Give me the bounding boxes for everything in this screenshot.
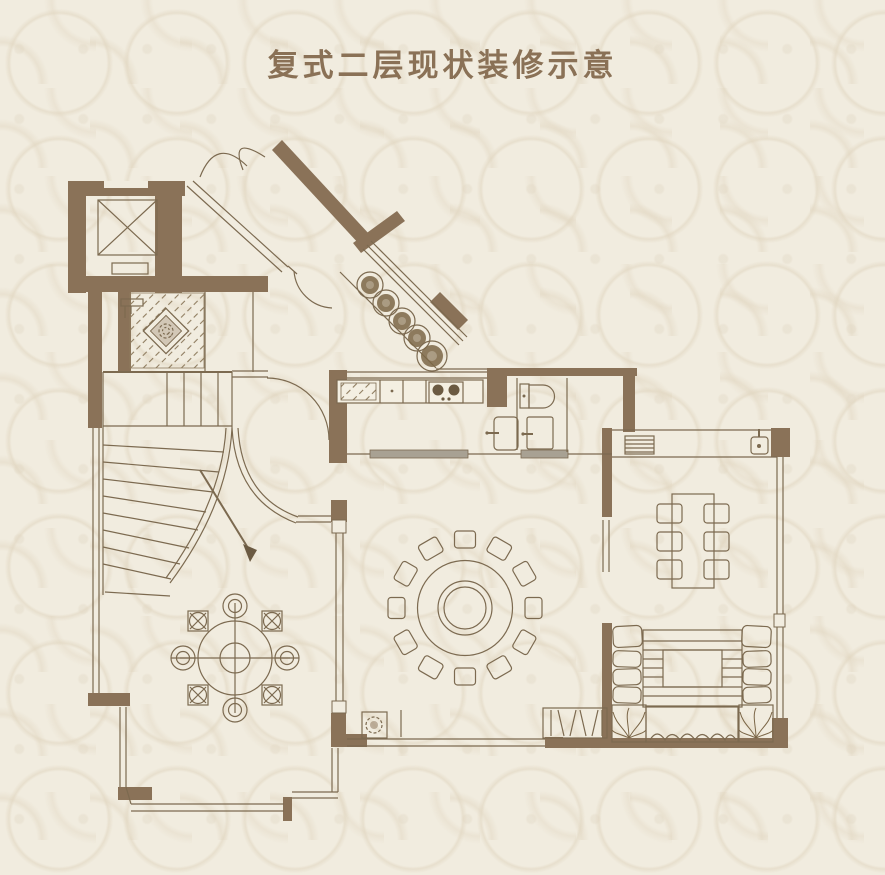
plant-scallops — [649, 733, 737, 742]
shrub-icons — [356, 271, 448, 372]
water-heater — [750, 429, 769, 455]
sliding-door — [520, 449, 569, 459]
sliding-door — [369, 449, 469, 459]
diagonal-wall — [353, 211, 405, 253]
wall-notch — [104, 181, 148, 188]
window-post — [773, 613, 786, 628]
palm-planter — [738, 704, 774, 743]
diagonal-corridor — [186, 147, 333, 309]
palm-planter — [611, 704, 647, 743]
daybed-garden — [611, 624, 774, 743]
door-swing-arc — [199, 152, 248, 178]
window-post — [331, 519, 347, 534]
lazy-susan — [437, 580, 493, 636]
curved-partition — [231, 427, 331, 524]
glazing-line — [192, 180, 289, 268]
air-conditioner-unit — [542, 707, 608, 739]
glazing-line — [186, 185, 283, 273]
elevator — [97, 199, 158, 275]
round-dining-table — [387, 530, 543, 686]
foyer-medallion — [142, 307, 190, 355]
cushions — [612, 624, 772, 704]
diagonal-wall — [430, 292, 468, 330]
door-swing-arc — [266, 377, 330, 441]
dining-chairs — [387, 530, 543, 686]
dining-room — [331, 519, 610, 747]
bathroom — [485, 378, 568, 452]
wash-basin — [485, 416, 519, 451]
lower-left-room — [92, 428, 339, 812]
radiator — [624, 435, 655, 455]
elevator-sill — [111, 262, 149, 275]
curved-staircase — [102, 371, 257, 597]
right-room — [611, 429, 786, 743]
side-chairs — [656, 503, 730, 580]
door-swing-arc — [238, 147, 266, 171]
page-title: 复式二层现状装修示意 — [267, 48, 618, 83]
rectangular-table — [656, 493, 730, 589]
stone-round-table — [170, 593, 300, 723]
stair-down-arrow — [199, 469, 257, 562]
toilet — [519, 383, 556, 409]
gas-stove — [428, 381, 464, 404]
shoe-bench — [120, 298, 144, 318]
kitchen-sink — [340, 382, 377, 401]
walls — [68, 140, 790, 821]
planter-shrub-row — [339, 240, 487, 372]
door-swing-arc — [293, 270, 333, 309]
bathroom-door — [521, 416, 554, 450]
round-stools — [170, 593, 300, 723]
small-planter-box — [361, 711, 388, 739]
diagonal-wall — [272, 140, 370, 245]
window-post — [331, 700, 347, 714]
entry-foyer — [120, 292, 268, 378]
kitchen — [336, 371, 612, 459]
